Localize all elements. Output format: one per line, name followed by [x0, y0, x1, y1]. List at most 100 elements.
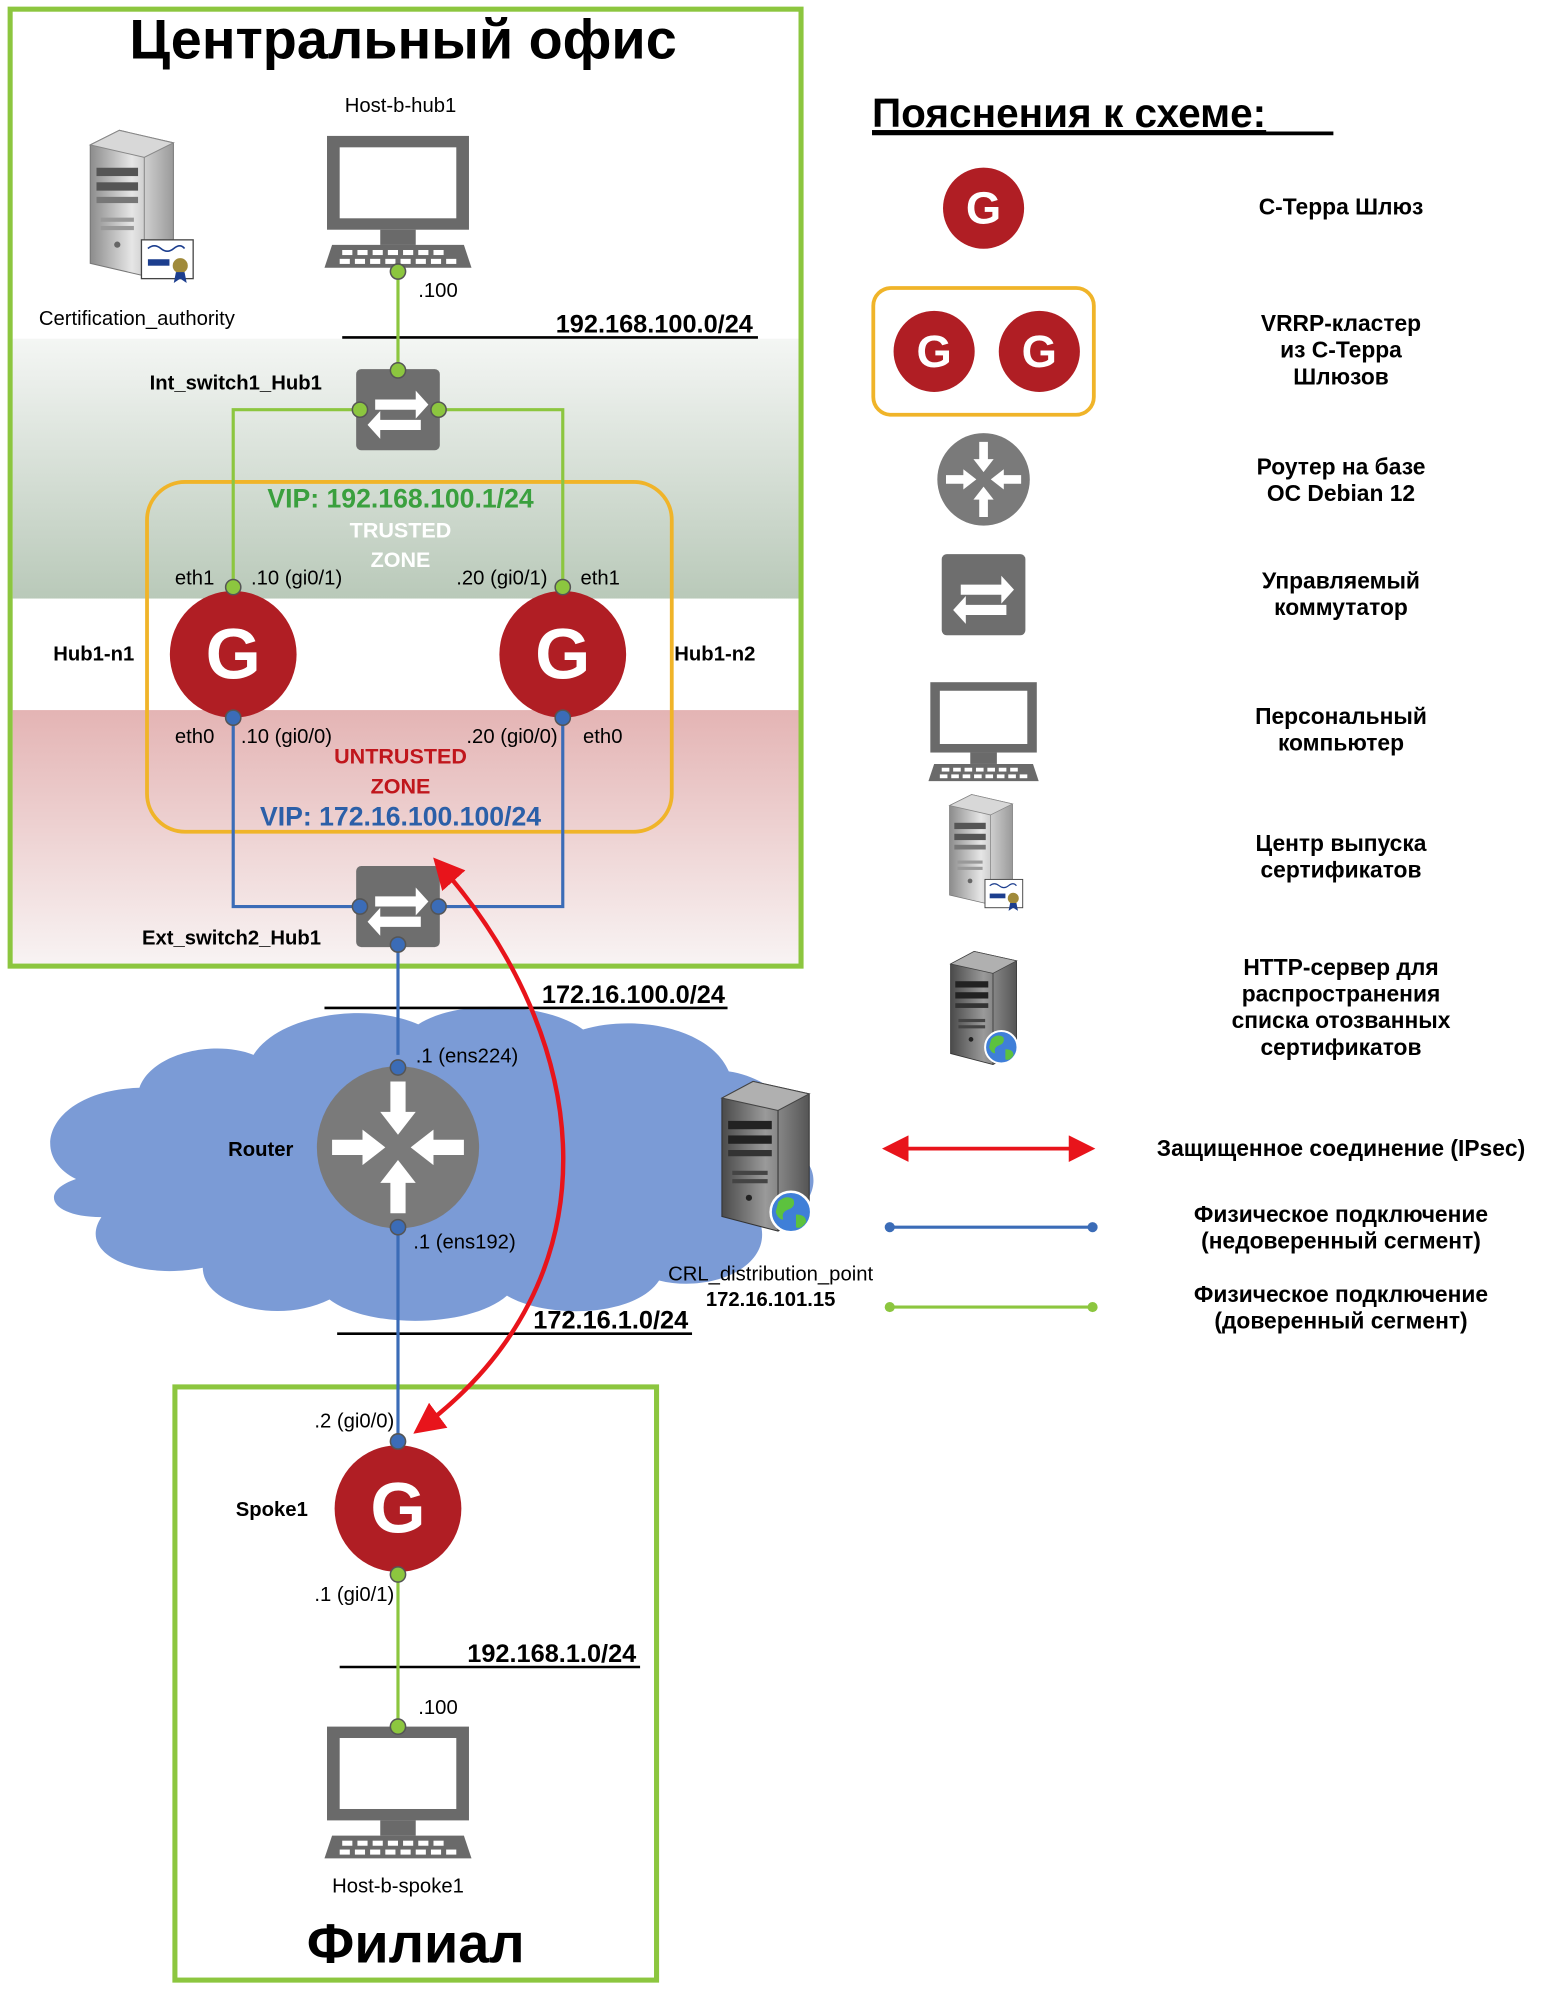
net-router-spoke-label: 172.16.1.0/24	[533, 1307, 688, 1335]
port-ext-switch-right	[430, 898, 447, 915]
legend-ca-certificate-icon	[984, 878, 1024, 912]
legend-vrrp-text-1: VRRP-кластер	[1261, 310, 1421, 336]
net-hub-lan-label: 192.168.100.0/24	[556, 310, 753, 338]
host-b-hub1-address: .100	[418, 280, 457, 302]
n2-eth1-label: eth1	[581, 568, 620, 590]
legend-pc-text-1: Персональный	[1255, 703, 1427, 729]
router-ens224-label: .1 (ens224)	[416, 1045, 519, 1067]
legend-untrusted-port-right	[1087, 1222, 1098, 1233]
int-switch-label: Int_switch1_Hub1	[150, 372, 322, 394]
host-b-spoke1-pc-icon[interactable]	[324, 1726, 472, 1859]
host-b-hub1-label: Host-b-hub1	[345, 95, 457, 117]
hub1-n2-label: Hub1-n2	[674, 644, 755, 666]
n1-eth0-label: eth0	[175, 726, 214, 748]
legend-vrrp-gateway-icon-1	[893, 310, 975, 392]
legend-trusted-text-1: Физическое подключение	[1194, 1281, 1488, 1307]
link-hub1-n1-to-ext-switch	[231, 717, 360, 909]
port-ext-switch-left	[351, 898, 369, 915]
port-int-switch-left	[351, 401, 369, 419]
port-int-switch-top	[389, 362, 407, 379]
ipsec-tunnel-arrow	[413, 857, 566, 1434]
router-icon[interactable]	[316, 1066, 480, 1229]
router-ens192-label: .1 (ens192)	[413, 1232, 516, 1254]
link-int-switch-to-hub1-n1	[231, 408, 360, 588]
untrusted-zone-label-1: UNTRUSTED	[334, 744, 467, 768]
host-b-hub1-pc-icon[interactable]	[324, 135, 472, 268]
legend-switch-text-1: Управляемый	[1262, 567, 1420, 593]
port-hub1-n1-eth1	[224, 578, 242, 596]
vrrp-cluster-frame	[145, 480, 674, 834]
central-office-border	[7, 6, 804, 969]
port-spoke-gi00	[389, 1433, 407, 1450]
crl-distribution-point-server[interactable]	[721, 1080, 813, 1234]
hub1-n2-gateway-icon[interactable]	[499, 590, 627, 718]
port-host-spoke	[389, 1718, 407, 1735]
int-switch-icon[interactable]	[356, 369, 440, 451]
n2-eth1-address: .20 (gi0/1)	[456, 568, 547, 590]
host-b-spoke1-label: Host-b-spoke1	[332, 1876, 464, 1898]
branch-title: Филиал	[307, 1912, 525, 1974]
legend-trusted-port-left	[884, 1301, 895, 1313]
legend-untrusted-text-1: Физическое подключение	[1194, 1201, 1488, 1227]
legend-pc-icon	[928, 682, 1039, 782]
legend-globe-icon	[984, 1029, 1019, 1065]
legend-http-text-1: HTTP-сервер для	[1243, 954, 1438, 980]
legend-untrusted-port-left	[884, 1222, 895, 1233]
port-hub1-n1-eth0	[224, 709, 242, 727]
legend-http-text-4: сертификатов	[1260, 1034, 1421, 1060]
legend-vrrp-frame	[871, 286, 1096, 417]
central-office-title: Центральный офис	[129, 9, 676, 71]
port-host-hub	[389, 263, 407, 280]
legend-title: Пояснения к схеме:	[872, 90, 1266, 136]
spoke-gi01-label: .1 (gi0/1)	[314, 1584, 394, 1606]
certification-authority-server[interactable]	[89, 129, 194, 284]
trusted-zone-label-1: TRUSTED	[350, 519, 452, 543]
port-hub1-n2-eth0	[554, 709, 572, 727]
spoke1-label: Spoke1	[236, 1499, 308, 1521]
legend-vrrp-text-3: Шлюзов	[1293, 363, 1389, 389]
legend-pc-text-2: компьютер	[1278, 730, 1404, 756]
legend-http-text-2: распространения	[1242, 981, 1441, 1007]
port-hub1-n2-eth1	[554, 578, 572, 596]
untrusted-zone-label-2: ZONE	[371, 775, 431, 799]
ext-switch-label: Ext_switch2_Hub1	[142, 928, 321, 950]
legend-ca-text-1: Центр выпуска	[1256, 830, 1427, 856]
hub1-n1-label: Hub1-n1	[53, 644, 134, 666]
legend-trusted-port-right	[1087, 1301, 1098, 1313]
legend-switch-text-2: коммутатор	[1274, 594, 1408, 620]
spoke-gi00-label: .2 (gi0/0)	[314, 1410, 394, 1432]
vip-trusted-label: VIP: 192.168.100.1/24	[267, 483, 534, 513]
legend-trusted-text-2: (доверенный сегмент)	[1214, 1308, 1467, 1334]
port-router-ens192	[389, 1218, 407, 1236]
links-layer	[231, 271, 565, 1727]
crl-point-ip: 172.16.101.15	[706, 1289, 836, 1311]
legend-gateway-text: С-Терра Шлюз	[1259, 194, 1424, 220]
legend-router-text-1: Роутер на базе	[1257, 453, 1426, 479]
hub1-n1-gateway-icon[interactable]	[169, 590, 297, 718]
n2-eth0-label: eth0	[583, 726, 622, 748]
legend-gateway-icon	[943, 167, 1025, 249]
legend-untrusted-text-2: (недоверенный сегмент)	[1201, 1228, 1481, 1254]
ext-switch-icon[interactable]	[356, 865, 440, 948]
legend-vrrp-text-2: из С-Терра	[1280, 337, 1402, 363]
port-router-ens224	[389, 1059, 407, 1076]
trusted-zone-label-2: ZONE	[371, 548, 431, 572]
host-b-spoke1-address: .100	[418, 1697, 457, 1719]
net-ext-label: 172.16.100.0/24	[542, 981, 725, 1009]
spoke1-gateway-icon[interactable]	[334, 1445, 462, 1572]
port-ext-switch-bottom	[389, 936, 407, 953]
legend-ca-text-2: сертификатов	[1260, 856, 1421, 882]
n1-eth0-address: .10 (gi0/0)	[241, 726, 332, 748]
certification-authority-label: Certification_authority	[39, 308, 236, 330]
n1-eth1-address: .10 (gi0/1)	[251, 568, 342, 590]
certificate-icon	[140, 239, 194, 284]
port-spoke-gi01	[389, 1566, 407, 1583]
legend-http-text-3: списка отозванных	[1232, 1007, 1451, 1033]
legend-ipsec-text: Защищенное соединение (IPsec)	[1157, 1135, 1525, 1161]
legend: Пояснения к схеме: С-Терра Шлюз VRRP-кла…	[871, 90, 1525, 1334]
legend-vrrp-gateway-icon-2	[998, 310, 1080, 392]
legend-router-icon	[937, 433, 1030, 526]
link-int-switch-to-hub1-n2	[438, 408, 565, 588]
